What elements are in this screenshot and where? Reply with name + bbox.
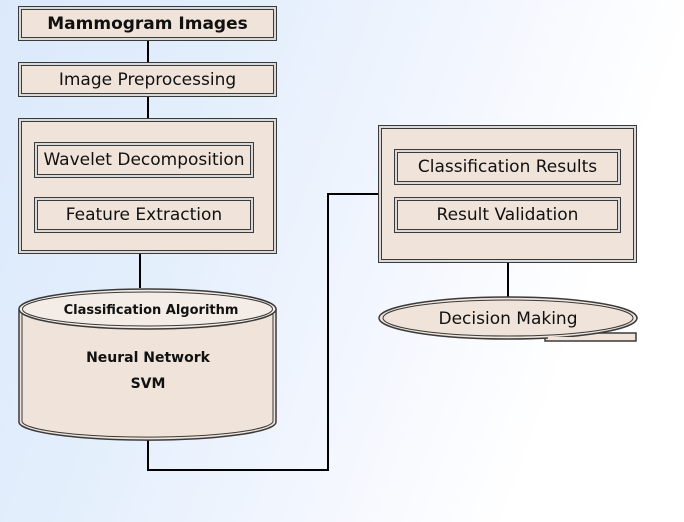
decision-making-label: Decision Making — [439, 309, 578, 329]
classifier-item-neural-network: Neural Network — [86, 350, 211, 366]
feature-group-container — [18, 118, 277, 254]
decision-ellipse — [378, 296, 638, 340]
node-wavelet-decomposition: Wavelet Decomposition — [34, 142, 254, 178]
node-image-preprocessing: Image Preprocessing — [18, 62, 277, 97]
edge-classifier-to-results-group — [147, 193, 379, 471]
node-classification-results: Classification Results — [394, 149, 621, 185]
cylinder-top — [18, 288, 277, 330]
cylinder-body — [18, 309, 277, 441]
node-feature-extraction: Feature Extraction — [34, 197, 254, 233]
results-group-container — [378, 125, 637, 263]
node-mammogram-images: Mammogram Images — [18, 6, 277, 41]
classification-algorithm-cylinder: Classification Algorithm Neural Network … — [18, 288, 277, 441]
decision-ellipse-inner — [382, 299, 634, 337]
classifier-item-svm: SVM — [131, 376, 166, 392]
cylinder-top-inner — [22, 291, 273, 327]
cylinder-body-inner — [21, 309, 274, 438]
classification-algorithm-title: Classification Algorithm — [64, 303, 239, 318]
node-result-validation: Result Validation — [394, 197, 621, 233]
decision-making-node: Decision Making — [378, 296, 638, 342]
